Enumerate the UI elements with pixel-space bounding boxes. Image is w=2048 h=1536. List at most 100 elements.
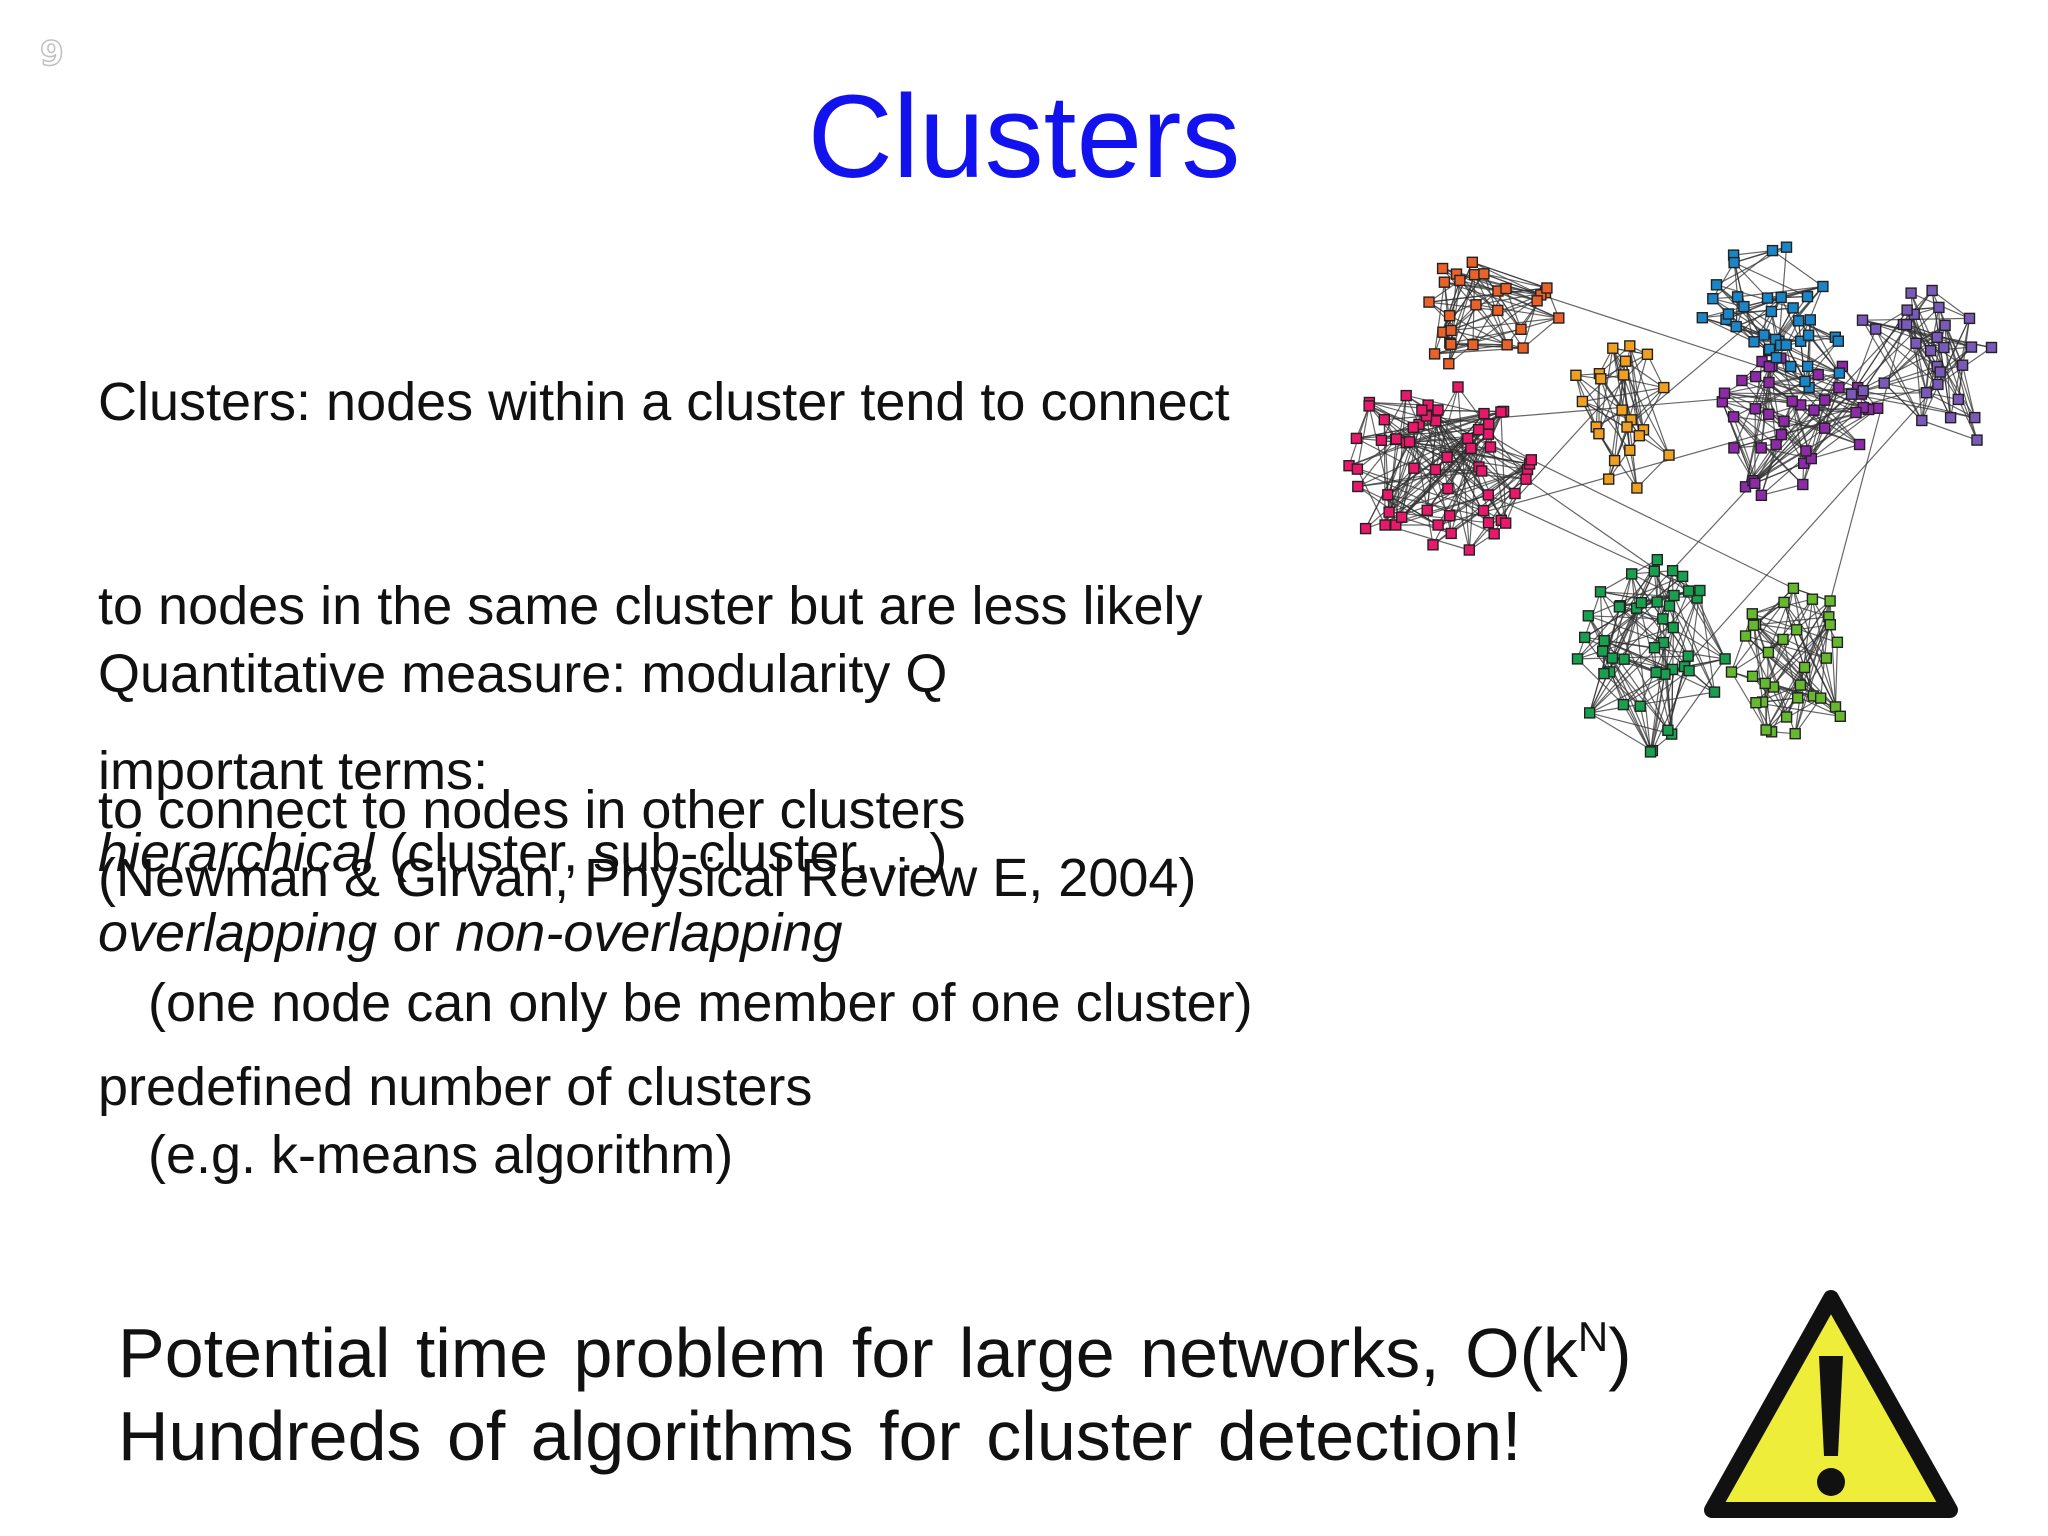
network-edge (1741, 379, 1793, 402)
network-node (1815, 692, 1827, 704)
network-edge (1357, 470, 1482, 488)
network-node (1624, 340, 1636, 352)
network-node (1466, 256, 1479, 268)
cluster-network-graph (1343, 241, 1998, 758)
network-edge (1906, 324, 1939, 385)
network-node (1746, 608, 1758, 620)
network-node (1445, 338, 1457, 351)
network-node (1916, 414, 1928, 427)
network-edge (1357, 439, 1396, 470)
network-node (1531, 295, 1543, 307)
network-edge (1600, 378, 1638, 489)
network-node (1597, 645, 1609, 657)
network-node (1719, 653, 1731, 665)
network-node (1775, 428, 1788, 441)
network-node (1800, 445, 1812, 457)
network-node (1644, 746, 1657, 758)
network-node (1635, 597, 1647, 609)
network-edge (1611, 570, 1655, 659)
network-node (1910, 337, 1922, 350)
network-node (1718, 387, 1731, 399)
network-node (1617, 698, 1630, 711)
network-node (1728, 256, 1740, 269)
network-node (1454, 274, 1466, 287)
network-node (1667, 621, 1679, 634)
network-edge (1418, 387, 1858, 425)
network-node (1857, 384, 1869, 397)
slide-number: 9 (39, 33, 64, 75)
network-edge (1472, 261, 1548, 289)
network-node (1651, 596, 1663, 608)
network-edge (1626, 296, 1782, 428)
network-node (1350, 432, 1363, 445)
network-edge (1451, 317, 1559, 332)
network-node (1833, 381, 1845, 394)
network-edge (1426, 409, 1439, 511)
network-node (1833, 367, 1846, 379)
network-node (1798, 661, 1811, 674)
network-edge (1752, 427, 1826, 482)
network-node (1794, 679, 1807, 691)
network-node (1488, 528, 1500, 540)
network-node (1582, 610, 1594, 622)
network-node (1727, 411, 1740, 423)
network-node (1797, 478, 1809, 491)
network-node (1763, 360, 1775, 373)
network-edge (1356, 405, 1370, 470)
network-edge (1448, 304, 1477, 364)
network-node (1758, 329, 1770, 341)
network-node (1463, 544, 1476, 556)
network-node (1829, 701, 1842, 713)
network-node (1790, 624, 1803, 636)
network-node (1985, 341, 1998, 354)
network-edge (1425, 416, 1437, 470)
network-node (1395, 511, 1408, 523)
network-edge (1794, 697, 1822, 735)
network-node (1501, 339, 1513, 351)
network-edge (1577, 658, 1624, 706)
definition-line: to connect to nodes in other clusters (98, 780, 966, 840)
network-node (1920, 386, 1933, 399)
network-edge (1629, 345, 1640, 436)
network-node (1971, 434, 1983, 446)
network-node (1834, 710, 1846, 722)
network-node (1416, 404, 1428, 416)
network-node (1762, 646, 1775, 659)
network-edge (1474, 274, 1522, 330)
network-node (1812, 368, 1824, 381)
network-node (1351, 463, 1364, 475)
network-edge (1775, 296, 1808, 340)
network-node (1799, 375, 1811, 388)
network-node (1443, 357, 1455, 370)
network-node (1662, 724, 1674, 736)
bottom-statement: Potential time problem for large network… (118, 1312, 1632, 1478)
network-node (1682, 585, 1695, 597)
network-edge (1755, 623, 1805, 668)
network-node (1963, 312, 1976, 325)
network-node (1633, 429, 1645, 442)
network-edge (1447, 456, 1528, 471)
network-edge (1875, 328, 1938, 367)
network-edge (1401, 423, 1490, 518)
network-node (1663, 600, 1676, 612)
network-node (1603, 473, 1615, 485)
network-node (1613, 601, 1626, 613)
network-edge (1629, 345, 1670, 456)
term-overlapping: overlapping or non-overlapping (98, 902, 843, 964)
network-node (1736, 374, 1748, 387)
network-node (1731, 291, 1744, 303)
network-edge (1804, 340, 1839, 382)
network-edge (1348, 465, 1495, 535)
network-node (1499, 517, 1512, 529)
term-predefined: predefined number of clusters (98, 1057, 813, 1117)
network-node (1725, 666, 1738, 678)
network-edge (1582, 387, 1664, 403)
network-node (1806, 593, 1819, 605)
network-node (1478, 407, 1490, 420)
network-node (1595, 373, 1607, 385)
network-node (1708, 686, 1721, 698)
network-node (1763, 408, 1775, 421)
network-node (1802, 329, 1815, 341)
network-node (1428, 348, 1441, 360)
network-node (1792, 315, 1805, 327)
